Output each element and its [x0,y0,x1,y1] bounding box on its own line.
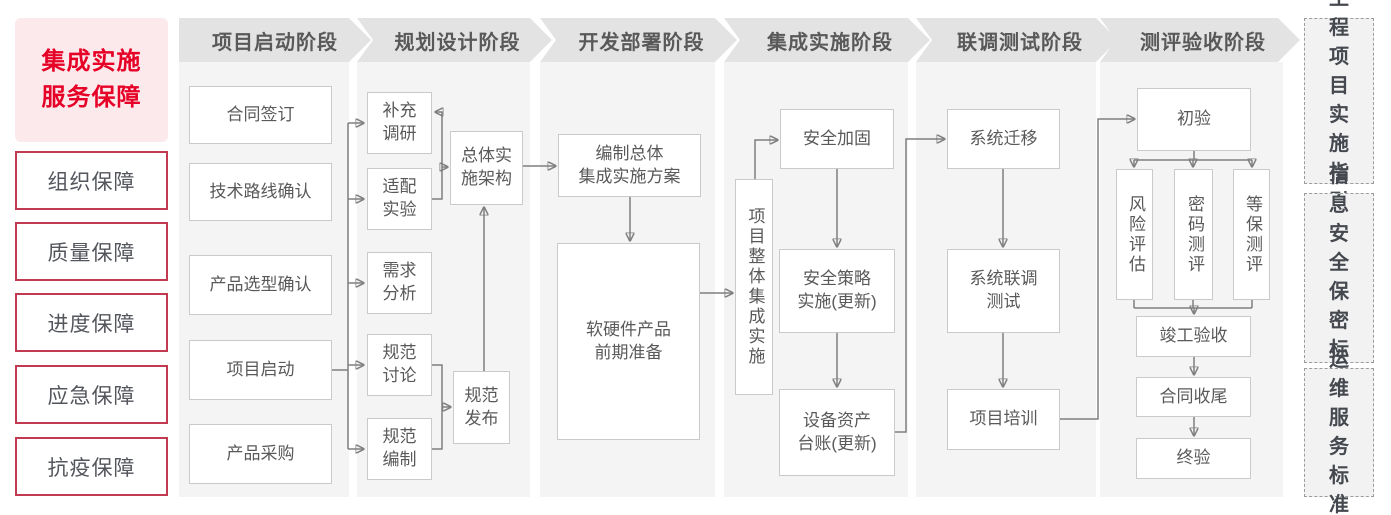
node-project-kickoff: 项目启动 [189,340,332,400]
node-risk-assessment: 风险评估 [1116,169,1153,300]
standard-ops-maintenance-service: 运维 服务 标准 [1304,349,1374,515]
node-contract-signing: 合同签订 [189,86,332,144]
sidebar-item-epidemic-guarantee: 抗疫保障 [15,437,168,496]
node-product-selection-confirm: 产品选型确认 [189,255,332,315]
node-contract-closure: 合同收尾 [1136,377,1251,417]
node-project-training: 项目培训 [947,389,1060,450]
node-adaptation-experiment: 适配 实验 [367,168,432,230]
sidebar-item-quality-guarantee: 质量保障 [15,222,168,281]
node-overall-integration-impl: 项目整体集成实施 [735,179,773,395]
node-overall-impl-architecture: 总体实 施架构 [450,131,523,205]
node-tech-route-confirm: 技术路线确认 [189,163,332,221]
node-spec-compilation: 规范 编制 [367,418,432,480]
node-system-migration: 系统迁移 [947,109,1060,169]
node-product-procurement: 产品采购 [189,424,332,484]
phase-banner-planning-design: 规划设计阶段 [357,18,552,62]
node-completion-acceptance: 竣工验收 [1136,316,1251,357]
phase-banner-joint-debug-test: 联调测试阶段 [916,18,1118,62]
phase-banner-integration-impl: 集成实施阶段 [724,18,930,62]
sidebar-item-schedule-guarantee: 进度保障 [15,293,168,352]
node-requirement-analysis: 需求 分析 [367,252,432,314]
node-initial-acceptance: 初验 [1137,88,1251,151]
sidebar-item-emergency-guarantee: 应急保障 [15,365,168,424]
standard-engineering-impl-guide: 工程 项目 实施 指引 [1304,0,1374,213]
phase-banner-eval-acceptance: 测评验收阶段 [1100,18,1300,62]
phase-banner-dev-deploy: 开发部署阶段 [540,18,737,62]
standard-info-security-confidentiality: 信息 安全 保密 标准 [1304,165,1374,390]
node-supplementary-research: 补充 调研 [367,92,432,154]
node-security-hardening: 安全加固 [780,109,894,169]
node-overall-integration-plan: 编制总体 集成实施方案 [558,134,701,197]
node-spec-release: 规范 发布 [453,371,510,444]
node-asset-ledger-update: 设备资产 台账(更新) [779,389,895,476]
node-security-policy-impl: 安全策略 实施(更新) [779,249,895,333]
node-hw-sw-preparation: 软硬件产品 前期准备 [557,243,700,440]
diagram-title: 集成实施 服务保障 [15,18,168,142]
node-final-acceptance: 终验 [1136,438,1251,479]
node-spec-discussion: 规范 讨论 [367,334,432,396]
node-mlps-evaluation: 等保测评 [1233,169,1270,300]
phase-banner-project-kickoff: 项目启动阶段 [179,18,371,62]
node-joint-debug-test: 系统联调 测试 [947,249,1060,333]
sidebar-item-organization-guarantee: 组织保障 [15,151,168,210]
node-crypto-evaluation: 密码测评 [1174,169,1213,300]
